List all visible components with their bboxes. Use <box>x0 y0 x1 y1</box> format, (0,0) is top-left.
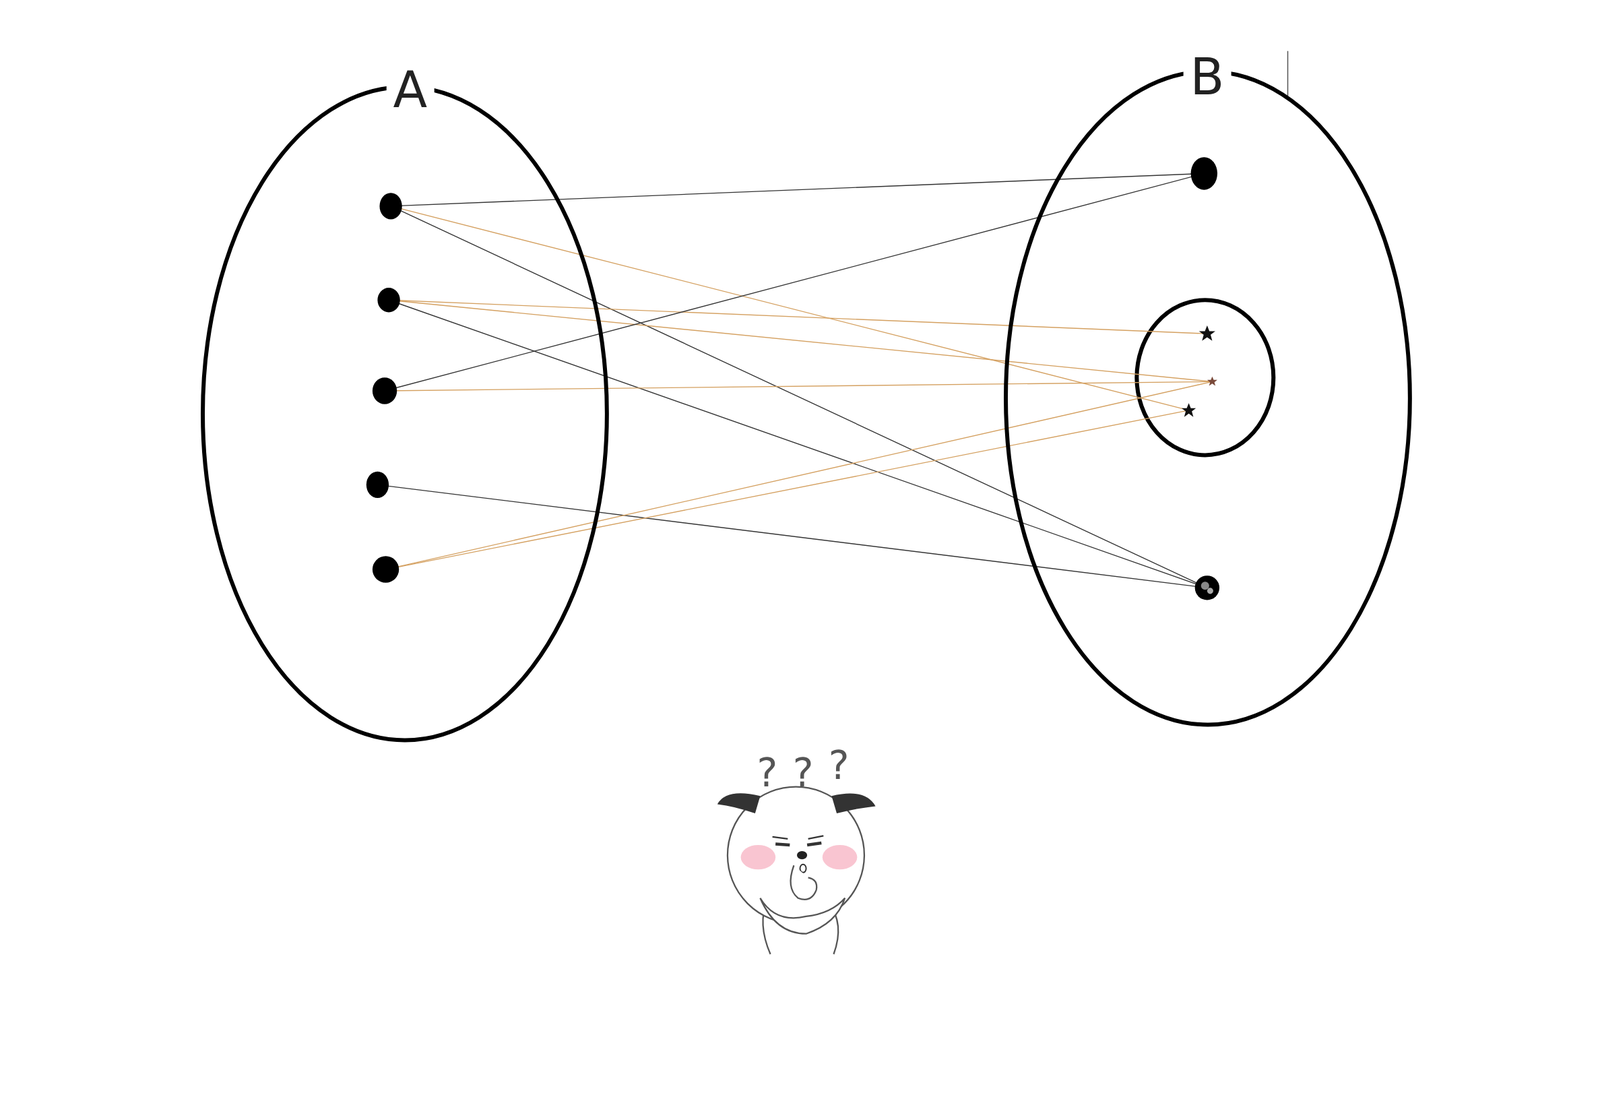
question-mark: ? <box>792 753 814 793</box>
set-label: B <box>1182 51 1231 102</box>
puppy-illustration <box>717 786 876 954</box>
set-ellipse: B <box>1003 69 1413 727</box>
ellipse-outline <box>1003 69 1413 727</box>
ellipse-outline <box>200 84 610 742</box>
subset-ellipse <box>1136 299 1274 455</box>
question-mark: ? <box>828 745 850 785</box>
star-elements <box>1181 325 1218 418</box>
set-ellipse: A <box>200 84 610 742</box>
element-dots <box>366 156 1220 600</box>
mapping-lines <box>377 173 1212 588</box>
question-mark: ? <box>757 753 779 793</box>
set-label: A <box>386 64 435 115</box>
mark-line <box>1287 51 1289 98</box>
